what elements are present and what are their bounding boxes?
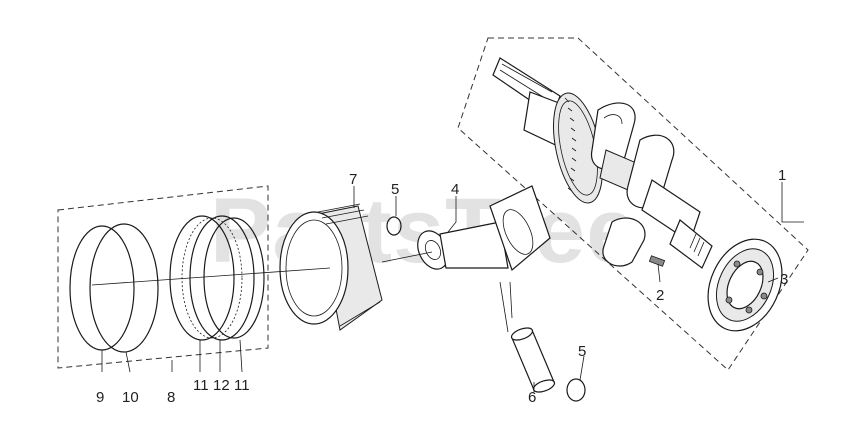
crankshaft[interactable]	[492, 57, 713, 269]
callout-1[interactable]: 1	[778, 167, 786, 184]
watermark: PartsTree	[210, 180, 638, 282]
wrist-pin[interactable]	[510, 326, 556, 395]
callout-6[interactable]: 6	[528, 389, 536, 406]
callout-3[interactable]: 3	[780, 271, 788, 288]
top-compression-ring[interactable]	[69, 225, 135, 351]
ball-bearing[interactable]	[694, 227, 796, 343]
callout-12[interactable]: 12	[213, 377, 230, 394]
callout-11-left[interactable]: 11	[193, 377, 209, 394]
callout-10[interactable]: 10	[122, 389, 139, 406]
leader-lines	[101, 182, 804, 392]
wrist-pin-circlip-upper[interactable]	[386, 216, 402, 236]
callout-8[interactable]: 8	[167, 389, 175, 406]
callout-2[interactable]: 2	[656, 287, 664, 304]
piston-ring-group-outline	[57, 185, 269, 369]
piston[interactable]	[279, 203, 383, 331]
key[interactable]	[648, 255, 666, 267]
callout-5-upper[interactable]: 5	[391, 181, 399, 198]
assembly-axis-line	[91, 251, 433, 286]
wrist-pin-circlip-lower[interactable]	[566, 378, 586, 402]
callout-9[interactable]: 9	[96, 389, 104, 406]
second-compression-ring[interactable]	[89, 223, 159, 353]
callout-7[interactable]: 7	[349, 171, 357, 188]
callout-4[interactable]: 4	[451, 181, 459, 198]
oil-control-ring-set[interactable]	[169, 215, 265, 341]
callout-11-right[interactable]: 11	[234, 377, 250, 394]
callout-5-lower[interactable]: 5	[578, 343, 586, 360]
